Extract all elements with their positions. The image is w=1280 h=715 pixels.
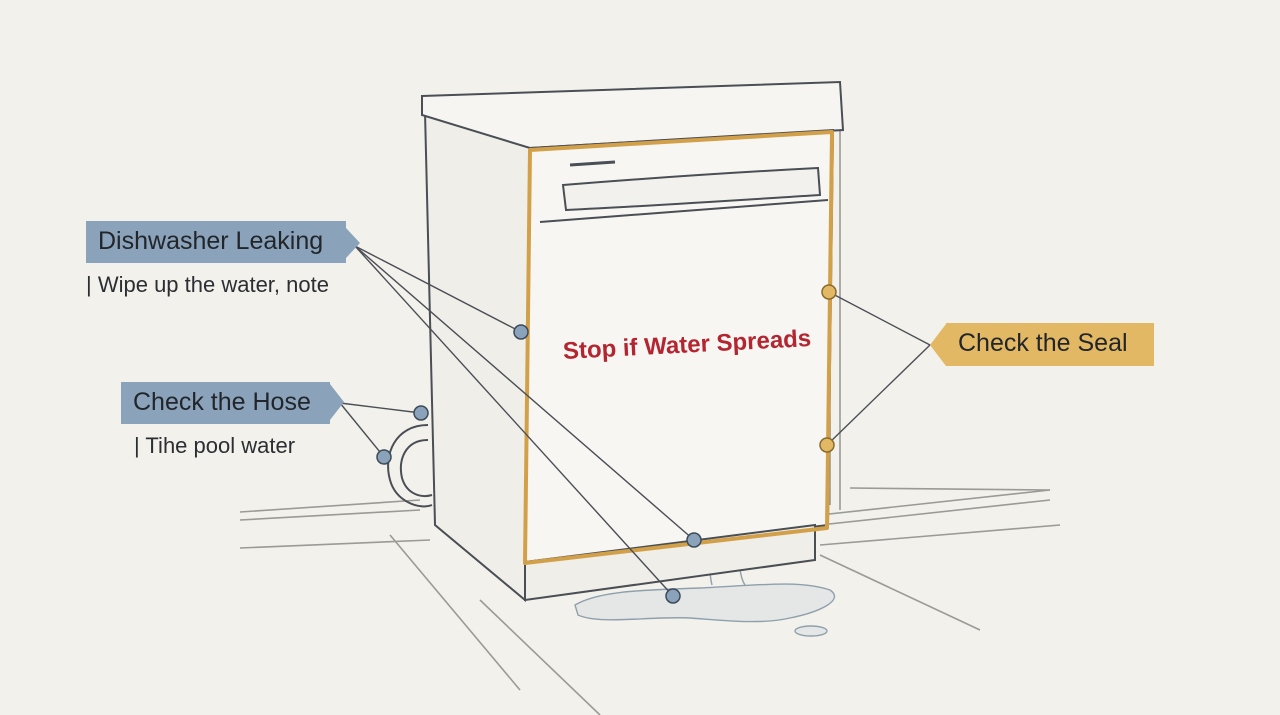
marker-seal-bottom — [819, 437, 835, 453]
leak-tag-pointer — [346, 228, 360, 258]
marker-door-bottom — [686, 532, 702, 548]
hose-tag-pointer — [330, 384, 344, 420]
drain-hose — [387, 424, 433, 508]
marker-hose-top — [413, 405, 429, 421]
leader-lines — [339, 245, 931, 597]
door-seal-outline — [523, 130, 834, 565]
check-seal-tag: Check the Seal — [946, 323, 1154, 366]
dishwasher-body — [421, 80, 845, 603]
marker-hose-bottom — [376, 449, 392, 465]
seal-tag-pointer — [930, 324, 946, 366]
dishwasher-leaking-tag: Dishwasher Leaking — [86, 221, 346, 263]
marker-seal-top — [821, 284, 837, 300]
blue-dot-markers — [376, 324, 702, 604]
marker-floor — [665, 588, 681, 604]
check-hose-note: | Tihe pool water — [134, 433, 296, 458]
gold-dot-markers — [819, 284, 837, 453]
marker-door-side — [513, 324, 529, 340]
check-hose-tag: Check the Hose — [121, 382, 330, 424]
dishwasher-leaking-note: | Wipe up the water, note — [86, 272, 329, 297]
